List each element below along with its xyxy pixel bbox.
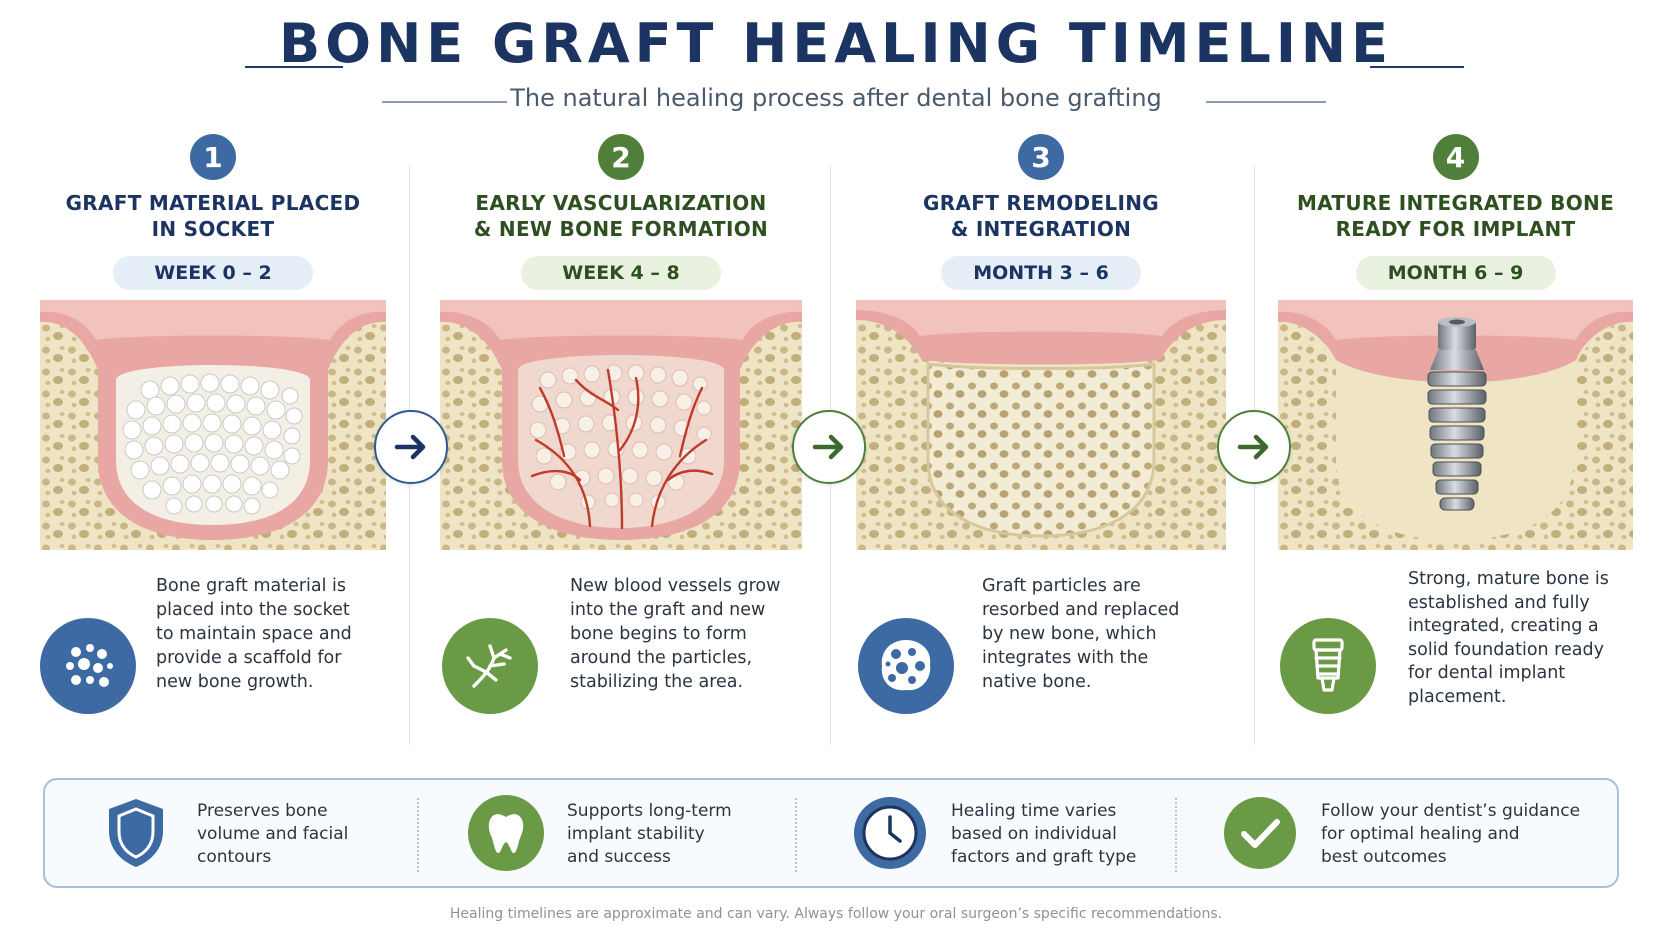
stage-number: 2 bbox=[598, 134, 644, 180]
footnote: Healing timelines are approximate and ca… bbox=[449, 906, 1223, 922]
socket-illustration bbox=[440, 300, 802, 550]
clock-icon bbox=[851, 794, 929, 872]
stage-title: EARLY VASCULARIZATION & NEW BONE FORMATI… bbox=[473, 191, 769, 241]
stage-title: GRAFT REMODELING & INTEGRATION bbox=[923, 191, 1159, 241]
subtitle-rule-right bbox=[1206, 101, 1326, 103]
next-stage-arrow bbox=[374, 410, 448, 484]
benefit-text: Follow your dentist’s guidance for optim… bbox=[1321, 801, 1581, 867]
stage-title: MATURE INTEGRATED BONE READY FOR IMPLANT bbox=[1296, 191, 1615, 241]
arrow-right-icon bbox=[1237, 434, 1269, 460]
page-title: BONE GRAFT HEALING TIMELINE bbox=[279, 12, 1393, 75]
subtitle-rule-left bbox=[382, 101, 507, 103]
title-rule-right bbox=[1370, 66, 1464, 68]
stage-3: 3 GRAFT REMODELING & INTEGRATION MONTH 3… bbox=[856, 128, 1226, 758]
next-stage-arrow bbox=[1217, 410, 1291, 484]
benefit-divider bbox=[795, 798, 797, 872]
stage-1: 1 GRAFT MATERIAL PLACED IN SOCKET WEEK 0… bbox=[40, 128, 386, 758]
stage-title: GRAFT MATERIAL PLACED IN SOCKET bbox=[65, 191, 361, 241]
implant-image bbox=[1278, 300, 1633, 550]
socket-illustration bbox=[1278, 300, 1633, 550]
tooth-icon bbox=[467, 794, 545, 872]
socket-illustration bbox=[856, 300, 1226, 550]
next-stage-arrow bbox=[792, 410, 866, 484]
arrow-right-icon bbox=[394, 434, 426, 460]
benefit-text: Healing time varies based on individual … bbox=[951, 801, 1137, 867]
benefit-text: Supports long-term implant stability and… bbox=[567, 801, 732, 867]
benefit-divider bbox=[1175, 798, 1177, 872]
graft-particles-icon bbox=[40, 618, 136, 714]
stage-number: 3 bbox=[1018, 134, 1064, 180]
title-rule-left bbox=[245, 66, 343, 68]
benefit-item: Preserves bone volume and facial contour… bbox=[97, 794, 437, 874]
header: BONE GRAFT HEALING TIMELINE The natural … bbox=[0, 0, 1672, 120]
stage-period-badge: MONTH 3 – 6 bbox=[941, 256, 1141, 290]
stage-description: Strong, mature bone is established and f… bbox=[1408, 569, 1609, 707]
benefit-item: Healing time varies based on individual … bbox=[851, 794, 1191, 874]
stage-description: Bone graft material is placed into the s… bbox=[156, 576, 352, 692]
checkmark-icon bbox=[1221, 794, 1299, 872]
stage-period-badge: MONTH 6 – 9 bbox=[1355, 256, 1556, 290]
benefit-item: Follow your dentist’s guidance for optim… bbox=[1221, 794, 1601, 874]
page-subtitle: The natural healing process after dental… bbox=[510, 84, 1162, 112]
blood-vessel-icon bbox=[442, 618, 538, 714]
stage-description: Graft particles are resorbed and replace… bbox=[982, 576, 1180, 692]
shield-icon bbox=[97, 794, 175, 872]
dental-implant-icon bbox=[1280, 618, 1376, 714]
stage-2: 2 EARLY VASCULARIZATION & NEW BONE FORMA… bbox=[440, 128, 802, 758]
vascularization-image bbox=[440, 300, 802, 550]
graft-socket-image bbox=[40, 300, 386, 550]
stage-4: 4 MATURE INTEGRATED BONE READY FOR IMPLA… bbox=[1278, 128, 1633, 758]
stage-description: New blood vessels grow into the graft an… bbox=[570, 576, 781, 692]
remodeling-image bbox=[856, 300, 1226, 550]
benefits-bar: Preserves bone volume and facial contour… bbox=[43, 778, 1619, 888]
benefit-text: Preserves bone volume and facial contour… bbox=[197, 801, 349, 867]
socket-illustration bbox=[40, 300, 386, 550]
bone-remodel-icon bbox=[858, 618, 954, 714]
stage-number: 4 bbox=[1432, 134, 1479, 180]
benefit-item: Supports long-term implant stability and… bbox=[467, 794, 807, 874]
stage-period-badge: WEEK 4 – 8 bbox=[521, 256, 721, 290]
stage-number: 1 bbox=[190, 134, 236, 180]
stage-period-badge: WEEK 0 – 2 bbox=[113, 256, 313, 290]
arrow-right-icon bbox=[812, 434, 844, 460]
benefit-divider bbox=[417, 798, 419, 872]
